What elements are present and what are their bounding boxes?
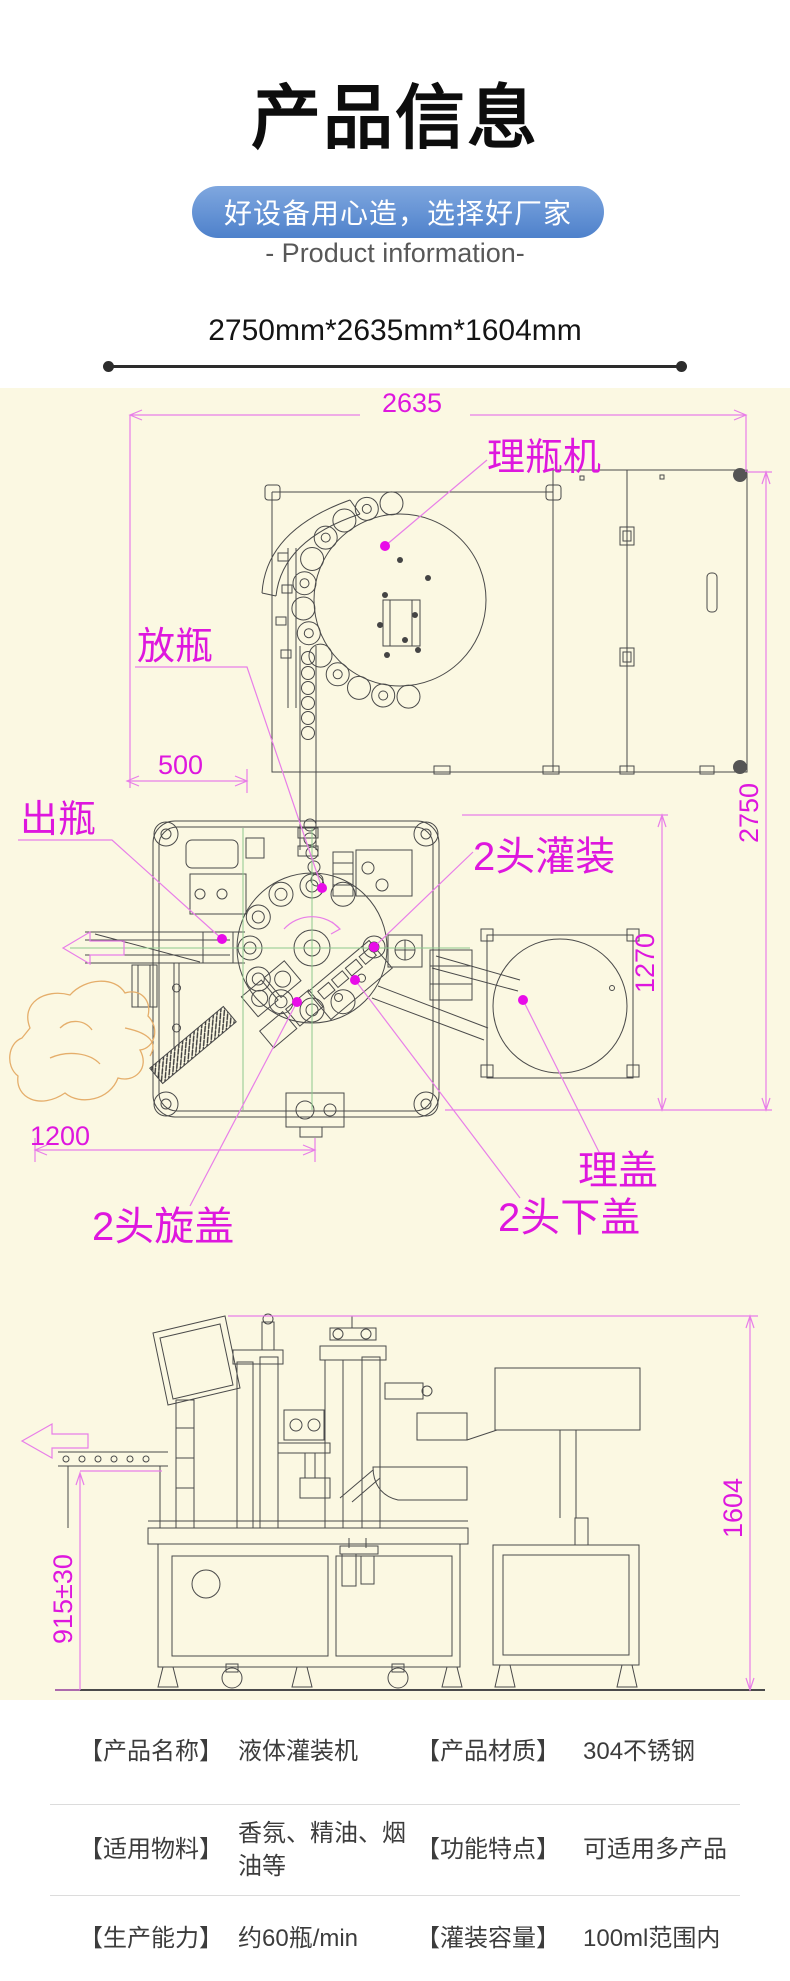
- spec-value: 100ml范围内: [583, 1924, 721, 1952]
- spec-label: 【生产能力】: [79, 1924, 223, 1952]
- top-view-labels: 2635 500 1200 2750 1270 理瓶机 放瓶 出瓶 2头灌装 理…: [20, 388, 764, 1249]
- spec-value: 香氛、精油、烟油等: [238, 1819, 406, 1880]
- flow-arrow-left-icon: [61, 930, 125, 966]
- spec-value: 可适用多产品: [583, 1836, 727, 1864]
- spec-table: 【产品名称】 液体灌装机 【产品材质】 304不锈钢 【适用物料】 香氛、精油、…: [0, 1700, 790, 1979]
- centerlines: [70, 828, 470, 1110]
- spec-divider: [50, 1895, 740, 1896]
- side-view-dimensions: [55, 1314, 758, 1692]
- overall-dimensions-text: 2750mm*2635mm*1604mm: [208, 314, 582, 347]
- dim-2750: 2750: [734, 783, 764, 843]
- dim-1604: 1604: [718, 1478, 748, 1538]
- scallop-ring: [291, 491, 421, 709]
- spec-value: 液体灌装机: [238, 1738, 358, 1766]
- cad-drawing-svg: 2635 500 1200 2750 1270 理瓶机 放瓶 出瓶 2头灌装 理…: [9, 388, 772, 1692]
- spec-row-1: 【产品名称】 液体灌装机 【产品材质】 304不锈钢: [0, 1700, 790, 1804]
- dim-2635: 2635: [382, 388, 442, 418]
- slogan-text: 好设备用心造，选择好厂家: [223, 198, 572, 229]
- divider-rule: [103, 361, 687, 372]
- label-bottle-out: 出瓶: [20, 799, 96, 841]
- top-view-dimensions: [18, 409, 772, 1207]
- cap-screw-assembly: [240, 960, 324, 1049]
- page-title: 产品信息: [251, 79, 539, 157]
- leader-dots: [217, 541, 528, 1007]
- top-view-machine: [85, 468, 748, 1138]
- dim-915: 915±30: [48, 1554, 78, 1644]
- dim-500: 500: [158, 750, 203, 780]
- technical-drawing-canvas: 2635 500 1200 2750 1270 理瓶机 放瓶 出瓶 2头灌装 理…: [0, 388, 790, 1700]
- spec-divider: [50, 1804, 740, 1805]
- spec-label: 【产品材质】: [416, 1738, 560, 1766]
- cap-sorter: [480, 928, 640, 1079]
- operator-figure: [9, 980, 156, 1102]
- spec-row-2: 【适用物料】 香氛、精油、烟油等 【功能特点】 可适用多产品: [0, 1805, 790, 1895]
- spec-label: 【功能特点】: [416, 1836, 560, 1864]
- dim-1200: 1200: [30, 1121, 90, 1151]
- side-view-machine: [55, 1313, 765, 1691]
- label-two-head-filling: 2头灌装: [473, 835, 615, 879]
- dim-1270: 1270: [630, 933, 660, 993]
- label-two-head-cap-screw: 2头旋盖: [92, 1205, 234, 1249]
- spec-row-3: 【生产能力】 约60瓶/min 【灌装容量】 100ml范围内: [0, 1896, 790, 1981]
- label-two-head-cap-drop: 2头下盖: [498, 1196, 640, 1240]
- slogan-banner: 好设备用心造，选择好厂家: [192, 186, 604, 238]
- cap-drop-assembly: [307, 939, 393, 1021]
- spec-value: 约60瓶/min: [238, 1924, 359, 1952]
- spec-value: 304不锈钢: [583, 1738, 696, 1766]
- hatched-bar: [149, 1005, 237, 1085]
- flow-arrow-left-icon-side: [20, 1422, 89, 1460]
- subtitle: - Product information-: [265, 238, 525, 268]
- side-view-labels: 1604 915±30: [48, 1478, 748, 1644]
- label-bottle-unscrambler: 理瓶机: [487, 437, 601, 479]
- spec-label: 【产品名称】: [79, 1738, 223, 1766]
- disc-dots: [377, 557, 431, 658]
- label-bottle-place: 放瓶: [137, 626, 213, 668]
- spec-label: 【适用物料】: [79, 1836, 223, 1864]
- label-cap-sorting: 理盖: [578, 1149, 658, 1193]
- spec-label: 【灌装容量】: [416, 1924, 560, 1952]
